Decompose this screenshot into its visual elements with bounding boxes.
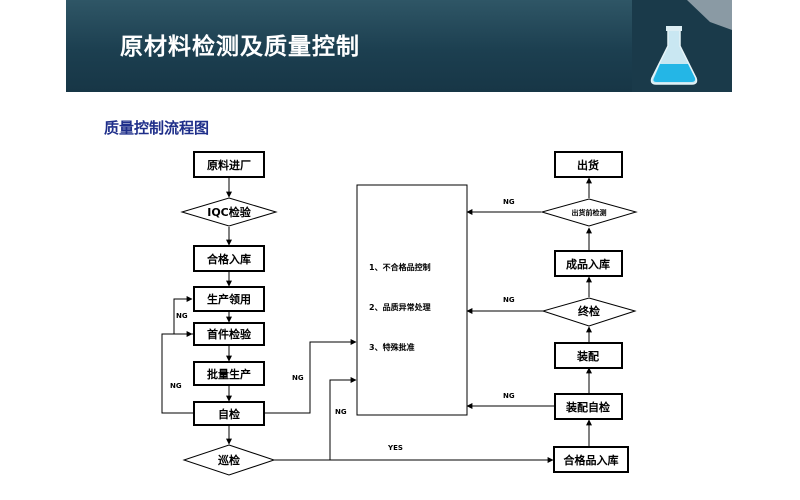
node-finished-storage: 成品入库	[554, 250, 623, 277]
svg-text:首件检验: 首件检验	[207, 327, 252, 341]
edge-label-ng: NG	[176, 312, 188, 320]
section-title: 质量控制流程图	[104, 119, 210, 137]
svg-text:装配自检: 装配自检	[565, 400, 610, 414]
svg-text:出货前检测: 出货前检测	[572, 208, 607, 217]
control-item-abnormal: 2、品质异常处理	[369, 302, 431, 312]
node-qualified-product-storage: 合格品入库	[553, 446, 629, 473]
lab-flask-icon	[632, 0, 732, 92]
svg-text:合格品入库: 合格品入库	[564, 453, 619, 467]
svg-text:出货: 出货	[577, 158, 599, 172]
node-raw-material-intake: 原料进厂	[193, 151, 265, 178]
node-assembly: 装配	[554, 342, 623, 369]
node-production-requisition: 生产领用	[193, 286, 265, 312]
edge-label-ng: NG	[292, 374, 304, 382]
page-title: 原材料检测及质量控制	[120, 34, 360, 60]
svg-text:终检: 终检	[578, 304, 600, 318]
svg-text:合格入库: 合格入库	[207, 252, 251, 266]
header-banner: 原材料检测及质量控制	[66, 0, 732, 92]
svg-text:成品入库: 成品入库	[566, 257, 610, 271]
node-mass-production: 批量生产	[193, 361, 265, 386]
svg-text:IQC检验: IQC检验	[207, 205, 252, 219]
node-qualified-storage: 合格入库	[193, 245, 265, 272]
edge-label-ng: NG	[503, 198, 515, 206]
quality-control-box: 1、不合格品控制 2、品质异常处理 3、特殊批准	[356, 184, 468, 416]
svg-text:生产领用: 生产领用	[207, 292, 251, 306]
node-first-article-inspection: 首件检验	[193, 322, 265, 346]
svg-text:装配: 装配	[576, 349, 599, 363]
svg-text:原料进厂: 原料进厂	[207, 158, 251, 172]
node-iqc-inspection: IQC检验	[180, 197, 278, 227]
node-patrol-inspection: 巡检	[182, 444, 276, 476]
node-self-inspection: 自检	[193, 401, 265, 426]
control-item-nonconforming: 1、不合格品控制	[369, 262, 431, 272]
svg-text:巡检: 巡检	[218, 453, 240, 467]
control-item-special-approval: 3、特殊批准	[369, 342, 415, 352]
node-pre-shipment-test: 出货前检测	[540, 198, 638, 227]
edge-label-yes: YES	[387, 444, 403, 452]
node-final-inspection: 终检	[541, 297, 637, 327]
svg-text:批量生产: 批量生产	[207, 367, 251, 381]
node-shipment: 出货	[554, 151, 623, 178]
connectors	[161, 177, 592, 463]
svg-text:自检: 自检	[218, 407, 240, 421]
edge-label-ng: NG	[170, 382, 182, 390]
edge-label-ng: NG	[503, 296, 515, 304]
edge-label-ng: NG	[503, 392, 515, 400]
node-assembly-self-check: 装配自检	[554, 393, 623, 420]
edge-label-ng: NG	[335, 408, 347, 416]
